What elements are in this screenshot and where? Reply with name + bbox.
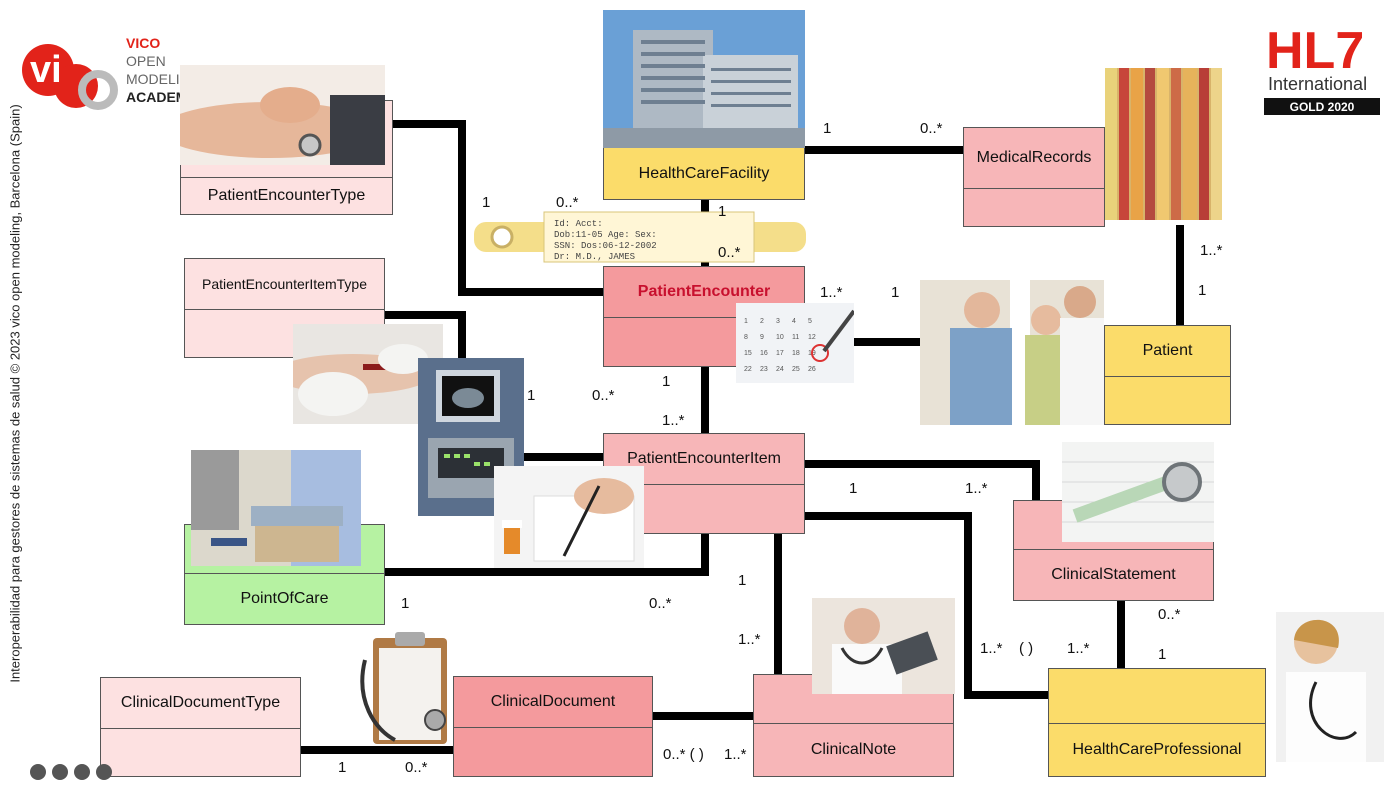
svg-text:25: 25 [792, 366, 800, 373]
prescription-writing-image [494, 466, 644, 568]
multiplicity-label: 1 [482, 194, 491, 211]
svg-text:2: 2 [760, 318, 764, 325]
vico-logo-l1: VICO [126, 35, 160, 51]
hl7-logo-title: HL7 [1266, 22, 1364, 80]
class-clinical-document-type[interactable]: ClinicalDocumentType [100, 677, 301, 777]
svg-text:26: 26 [808, 366, 816, 373]
class-name: PatientEncounter [604, 267, 804, 318]
zoom-icon[interactable] [74, 764, 90, 780]
wristband-line4: Dr: M.D., JAMES [554, 252, 635, 262]
class-name: PatientEncounterItemType [185, 259, 384, 310]
next-icon[interactable] [96, 764, 112, 780]
grid-icon[interactable] [52, 764, 68, 780]
multiplicity-label: 0..* ( ) [663, 746, 704, 763]
wristband-line2: Dob:11-05 Age: Sex: [554, 230, 657, 240]
class-name: PatientEncounterItem [604, 434, 804, 485]
hl7-logo-badge: GOLD 2020 [1290, 100, 1355, 114]
multiplicity-label: 0..* [920, 120, 943, 137]
vico-logo-l2: OPEN [126, 53, 166, 69]
multiplicity-label: 1..* [1067, 640, 1090, 657]
svg-text:23: 23 [760, 366, 768, 373]
side-caption: Interoperabilidad para gestores de siste… [7, 104, 23, 683]
svg-text:16: 16 [760, 350, 768, 357]
svg-text:3: 3 [776, 318, 780, 325]
hl7-logo: HL7 International GOLD 2020 [1262, 18, 1382, 118]
svg-text:4: 4 [792, 318, 796, 325]
svg-text:vi: vi [30, 49, 62, 91]
vico-logo-l4: ACADEMY [126, 89, 197, 105]
class-name: ClinicalDocumentType [101, 678, 300, 729]
svg-text:11: 11 [792, 334, 799, 341]
svg-text:22: 22 [744, 366, 752, 373]
svg-text:5: 5 [808, 318, 812, 325]
multiplicity-label: 0..* [718, 244, 741, 261]
svg-text:15: 15 [744, 350, 752, 357]
pen-icon[interactable] [30, 764, 46, 780]
multiplicity-label: ( ) [1019, 640, 1034, 657]
doctor-tablet-image [812, 598, 955, 694]
svg-text:8: 8 [744, 334, 748, 341]
svg-text:24: 24 [776, 366, 784, 373]
multiplicity-label: 1 [1158, 646, 1167, 663]
multiplicity-label: 0..* [405, 759, 428, 776]
multiplicity-label: 1..* [738, 631, 761, 648]
multiplicity-label: 1..* [965, 480, 988, 497]
class-patient[interactable]: Patient [1104, 325, 1231, 425]
nurse-image [1276, 612, 1384, 762]
blood-pressure-image [180, 65, 385, 165]
hl7-logo-sub: International [1268, 74, 1367, 94]
multiplicity-label: 1 [718, 203, 727, 220]
medical-records-shelf-image [1105, 68, 1222, 220]
multiplicity-label: 1..* [724, 746, 747, 763]
multiplicity-label: 1..* [1200, 242, 1223, 259]
multiplicity-label: 1..* [820, 284, 843, 301]
multiplicity-label: 1 [738, 572, 747, 589]
clipboard-image [355, 630, 453, 748]
multiplicity-label: 0..* [649, 595, 672, 612]
exam-room-image [191, 450, 361, 566]
multiplicity-label: 1 [401, 595, 410, 612]
class-name: PointOfCare [240, 590, 329, 607]
svg-text:1: 1 [744, 318, 748, 325]
svg-text:18: 18 [792, 350, 800, 357]
svg-text:17: 17 [776, 350, 784, 357]
vico-logo: vi VICO OPEN MODELING ACADEMY [18, 30, 201, 114]
multiplicity-label: 1 [662, 373, 671, 390]
class-medical-records[interactable]: MedicalRecords [963, 127, 1105, 227]
presentation-controls[interactable] [30, 764, 118, 785]
multiplicity-label: 1 [823, 120, 832, 137]
hospital-building-image [603, 10, 805, 148]
multiplicity-label: 1..* [980, 640, 1003, 657]
svg-text:9: 9 [760, 334, 764, 341]
class-health-care-facility[interactable]: HealthCareFacility [603, 147, 805, 200]
multiplicity-label: 1 [1198, 282, 1207, 299]
class-name: ClinicalStatement [1051, 566, 1176, 583]
multiplicity-label: 1 [527, 387, 536, 404]
multiplicity-label: 1..* [662, 412, 685, 429]
class-name: PatientEncounterType [207, 187, 366, 204]
class-name: ClinicalNote [810, 741, 897, 758]
patient-wristband-image: Id: Acct: Dob:11-05 Age: Sex: SSN: Dos:0… [474, 208, 806, 266]
class-name: ClinicalDocument [454, 677, 652, 728]
multiplicity-label: 0..* [1158, 606, 1181, 623]
class-health-care-professional[interactable]: HealthCareProfessional [1048, 668, 1266, 777]
multiplicity-label: 1 [338, 759, 347, 776]
multiplicity-label: 0..* [592, 387, 615, 404]
class-name: Patient [1105, 326, 1230, 377]
multiplicity-label: 1 [849, 480, 858, 497]
class-name: HealthCareProfessional [1072, 741, 1242, 758]
class-name: HealthCareFacility [638, 164, 770, 182]
class-name: MedicalRecords [964, 128, 1104, 189]
wristband-line3: SSN: Dos:06-12-2002 [554, 241, 657, 251]
multiplicity-label: 1 [891, 284, 900, 301]
svg-text:12: 12 [808, 334, 816, 341]
doctor-patients-image [920, 280, 1104, 425]
multiplicity-label: 0..* [556, 194, 579, 211]
stethoscope-image [1062, 442, 1214, 542]
wristband-line1: Id: Acct: [554, 219, 603, 229]
svg-text:10: 10 [776, 334, 784, 341]
class-clinical-document[interactable]: ClinicalDocument [453, 676, 653, 777]
